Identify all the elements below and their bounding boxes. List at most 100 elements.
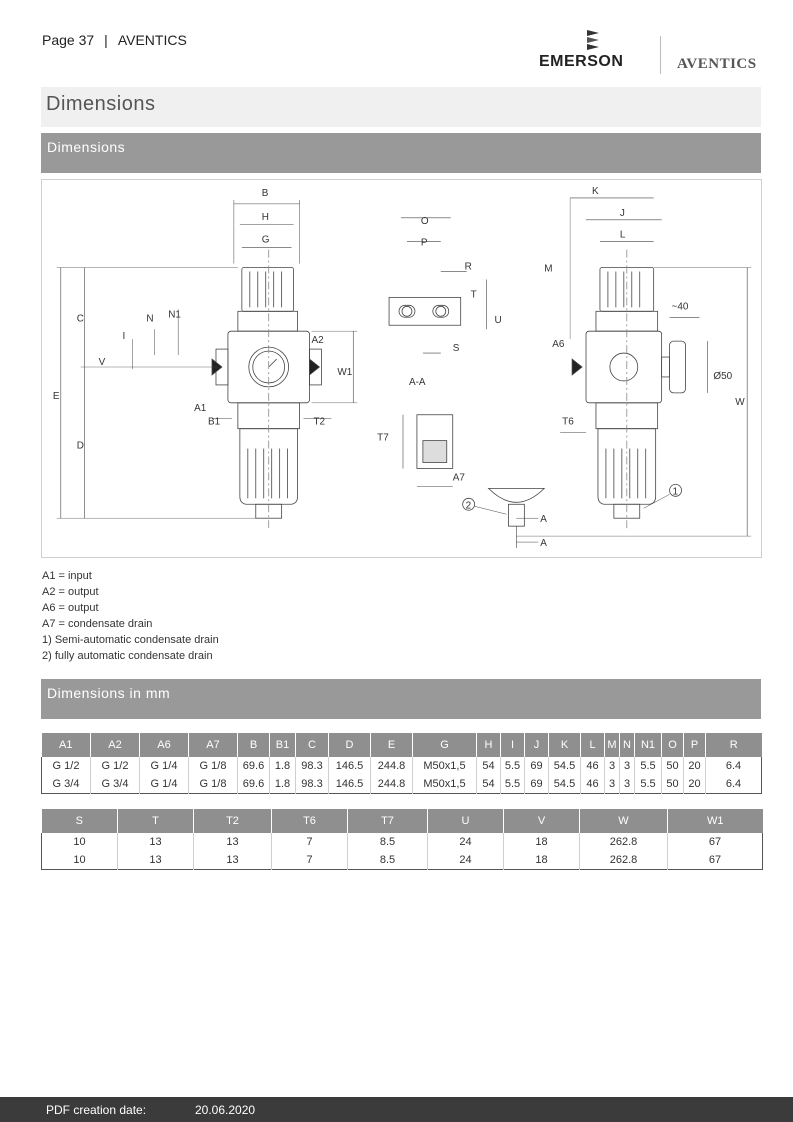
table-cell: 7 <box>271 851 348 869</box>
table-cell: 10 <box>41 833 118 851</box>
dim-label-c: C <box>77 313 84 324</box>
legend: A1 = input A2 = output A6 = output A7 = … <box>42 568 219 664</box>
table-cell: 69.6 <box>237 775 270 793</box>
table-cell: 262.8 <box>579 851 668 869</box>
bracket-view <box>388 217 487 487</box>
dim-label-r: R <box>465 262 472 273</box>
table-cell: 46 <box>580 775 605 793</box>
table-cell: 13 <box>193 833 272 851</box>
column-header: E <box>370 733 413 757</box>
table-cell: 69 <box>524 775 549 793</box>
arrow-a-top: A <box>540 514 547 525</box>
table-cell: G 1/8 <box>188 757 238 775</box>
table-cell: 69.6 <box>237 757 270 775</box>
table-cell: 3 <box>604 757 620 775</box>
table-section-bar: Dimensions in mm <box>41 679 761 719</box>
dim-label-v: V <box>99 357 106 368</box>
dim-label-t: T <box>471 289 477 300</box>
column-header: T2 <box>193 809 272 833</box>
page-number: Page 37 <box>42 32 95 48</box>
page-title: Dimensions <box>41 87 761 127</box>
column-header: N <box>619 733 635 757</box>
table-cell: 5.5 <box>500 775 525 793</box>
legend-item: 1) Semi-automatic condensate drain <box>42 634 219 646</box>
dim-label-u: U <box>495 315 502 326</box>
column-header: T7 <box>347 809 428 833</box>
dim-label-l: L <box>620 230 626 241</box>
dim-label-b: B <box>262 188 269 199</box>
column-header: A1 <box>41 733 91 757</box>
column-header: L <box>580 733 605 757</box>
table-cell: 67 <box>708 853 722 866</box>
arrow-a-bottom: A <box>540 538 547 549</box>
table-cell: 18 <box>503 851 580 869</box>
table-cell: 24 <box>427 851 504 869</box>
column-header: O <box>661 733 684 757</box>
column-header: N1 <box>634 733 662 757</box>
dim-label-j: J <box>620 208 625 219</box>
dim-label-o50: Ø50 <box>713 371 732 382</box>
table-cell: 8.5 <box>347 833 428 851</box>
dim-label-n: N <box>146 313 153 324</box>
emerson-logo-icon <box>587 30 599 50</box>
table-cell: 24 <box>427 833 504 851</box>
table-cell: 10 <box>41 851 118 869</box>
table-cell: 3 <box>619 775 635 793</box>
table-cell: 18 <box>503 833 580 851</box>
dim-label-w1: W1 <box>337 367 352 378</box>
section-label-aa: A-A <box>409 377 426 388</box>
bracket-labels: O P R T U S A-A T7 A7 <box>377 216 502 484</box>
ref-2-label: 2 <box>466 500 472 511</box>
table-cell: 8.5 <box>347 851 428 869</box>
table-cell: 13 <box>117 851 194 869</box>
footer: PDF creation date: 20.06.2020 <box>0 1097 793 1122</box>
legend-item: A7 = condensate drain <box>42 618 153 630</box>
table-cell: 7 <box>271 833 348 851</box>
column-header: T6 <box>271 809 348 833</box>
technical-drawing: B H G C E D N N1 I V A1 A2 W1 B1 T2 <box>53 186 752 549</box>
column-header: G <box>412 733 477 757</box>
table-cell: 6.4 <box>725 777 742 790</box>
side-view <box>516 197 752 537</box>
column-header: U <box>427 809 504 833</box>
table-cell: 1.8 <box>269 757 296 775</box>
dim-label-approx40: ~40 <box>672 301 689 312</box>
dim-label-p: P <box>421 238 428 249</box>
logo-emerson-text: EMERSON <box>539 53 624 70</box>
column-header: K <box>548 733 581 757</box>
column-header: J <box>524 733 549 757</box>
table-cell: 67 <box>708 836 722 848</box>
dim-label-b1: B1 <box>208 417 221 428</box>
table-cell: 244.8 <box>370 757 413 775</box>
column-header: A6 <box>139 733 189 757</box>
dim-label-d: D <box>77 441 84 452</box>
table-cell: 3 <box>619 757 635 775</box>
column-header: B1 <box>269 733 296 757</box>
front-view-labels: B H G C E D N N1 I V A1 A2 W1 B1 T2 <box>53 188 353 452</box>
drain-labels: 2 A A <box>466 500 548 549</box>
table-cell: G 1/8 <box>188 775 238 793</box>
dim-label-t7: T7 <box>377 433 389 444</box>
table-cell: 98.3 <box>295 757 329 775</box>
table-cell: G 1/4 <box>139 775 189 793</box>
column-header: V <box>503 809 580 833</box>
dim-label-h: H <box>262 212 269 223</box>
column-header: R <box>705 733 762 757</box>
table-cell: G 1/2 <box>90 757 140 775</box>
table-cell: 5.5 <box>634 775 662 793</box>
table-cell: G 3/4 <box>90 775 140 793</box>
ref-1-label: 1 <box>673 486 679 497</box>
column-header: D <box>328 733 371 757</box>
header-separator: | <box>104 32 108 48</box>
table-cell: 13 <box>193 851 272 869</box>
column-header: W <box>579 809 668 833</box>
table-cell: M50x1,5 <box>412 775 477 793</box>
table-cell: 46 <box>580 757 605 775</box>
legend-item: 2) fully automatic condensate drain <box>42 650 213 662</box>
